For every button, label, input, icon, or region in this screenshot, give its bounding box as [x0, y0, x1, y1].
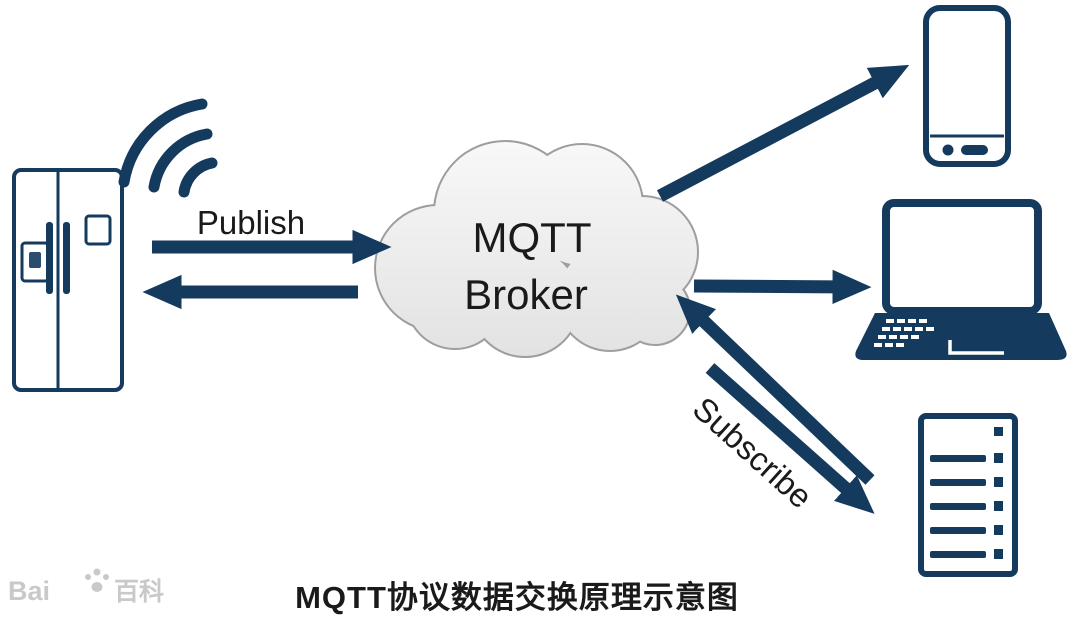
phone-home-button: [942, 144, 954, 156]
baidu-paw-icon: [85, 568, 109, 592]
broker-to-server-arrow: [705, 363, 875, 514]
laptop-base: [855, 313, 1067, 360]
cloud-fill-layer: [376, 142, 697, 356]
broker-to-laptop-arrow: [693, 269, 872, 305]
phone-speaker: [961, 145, 988, 155]
refrigerator-icon: [12, 168, 124, 392]
watermark: Bai 百科: [8, 568, 164, 606]
wifi-arc-middle: [148, 128, 213, 193]
smartphone-icon: [923, 5, 1011, 167]
server-top-led: [994, 427, 1003, 436]
phone-body: [923, 5, 1011, 167]
fridge-display-panel: [84, 214, 112, 246]
subscribe-to-broker-arrow: [675, 294, 875, 485]
fridge-dispenser: [20, 241, 50, 283]
broker-label-line2: Broker: [464, 271, 588, 318]
broker-label-line1: MQTT: [473, 214, 592, 261]
watermark-suffix: 百科: [114, 578, 164, 606]
watermark-prefix: Bai: [8, 576, 50, 606]
server-rack-icon: [918, 413, 1018, 577]
arrows-layer: [142, 64, 910, 514]
broker-to-phone-arrow: [656, 64, 910, 202]
laptop-icon: [855, 199, 1067, 360]
publish-label: Publish: [197, 204, 305, 241]
laptop-trackpad-mark: [948, 340, 1004, 355]
wifi-signal-icon: [118, 98, 218, 198]
wifi-arc-inner: [178, 157, 218, 198]
laptop-keyboard-keys: [874, 319, 934, 347]
server-slots: [930, 453, 1003, 559]
fridge-dispenser-glass: [29, 252, 41, 268]
fridge-right-handle: [63, 222, 70, 294]
wifi-arc-outer: [118, 98, 208, 188]
laptop-screen: [882, 199, 1042, 315]
diagram-caption: MQTT协议数据交换原理示意图: [295, 580, 739, 615]
cloud-shape: MQTT Broker: [374, 140, 699, 358]
